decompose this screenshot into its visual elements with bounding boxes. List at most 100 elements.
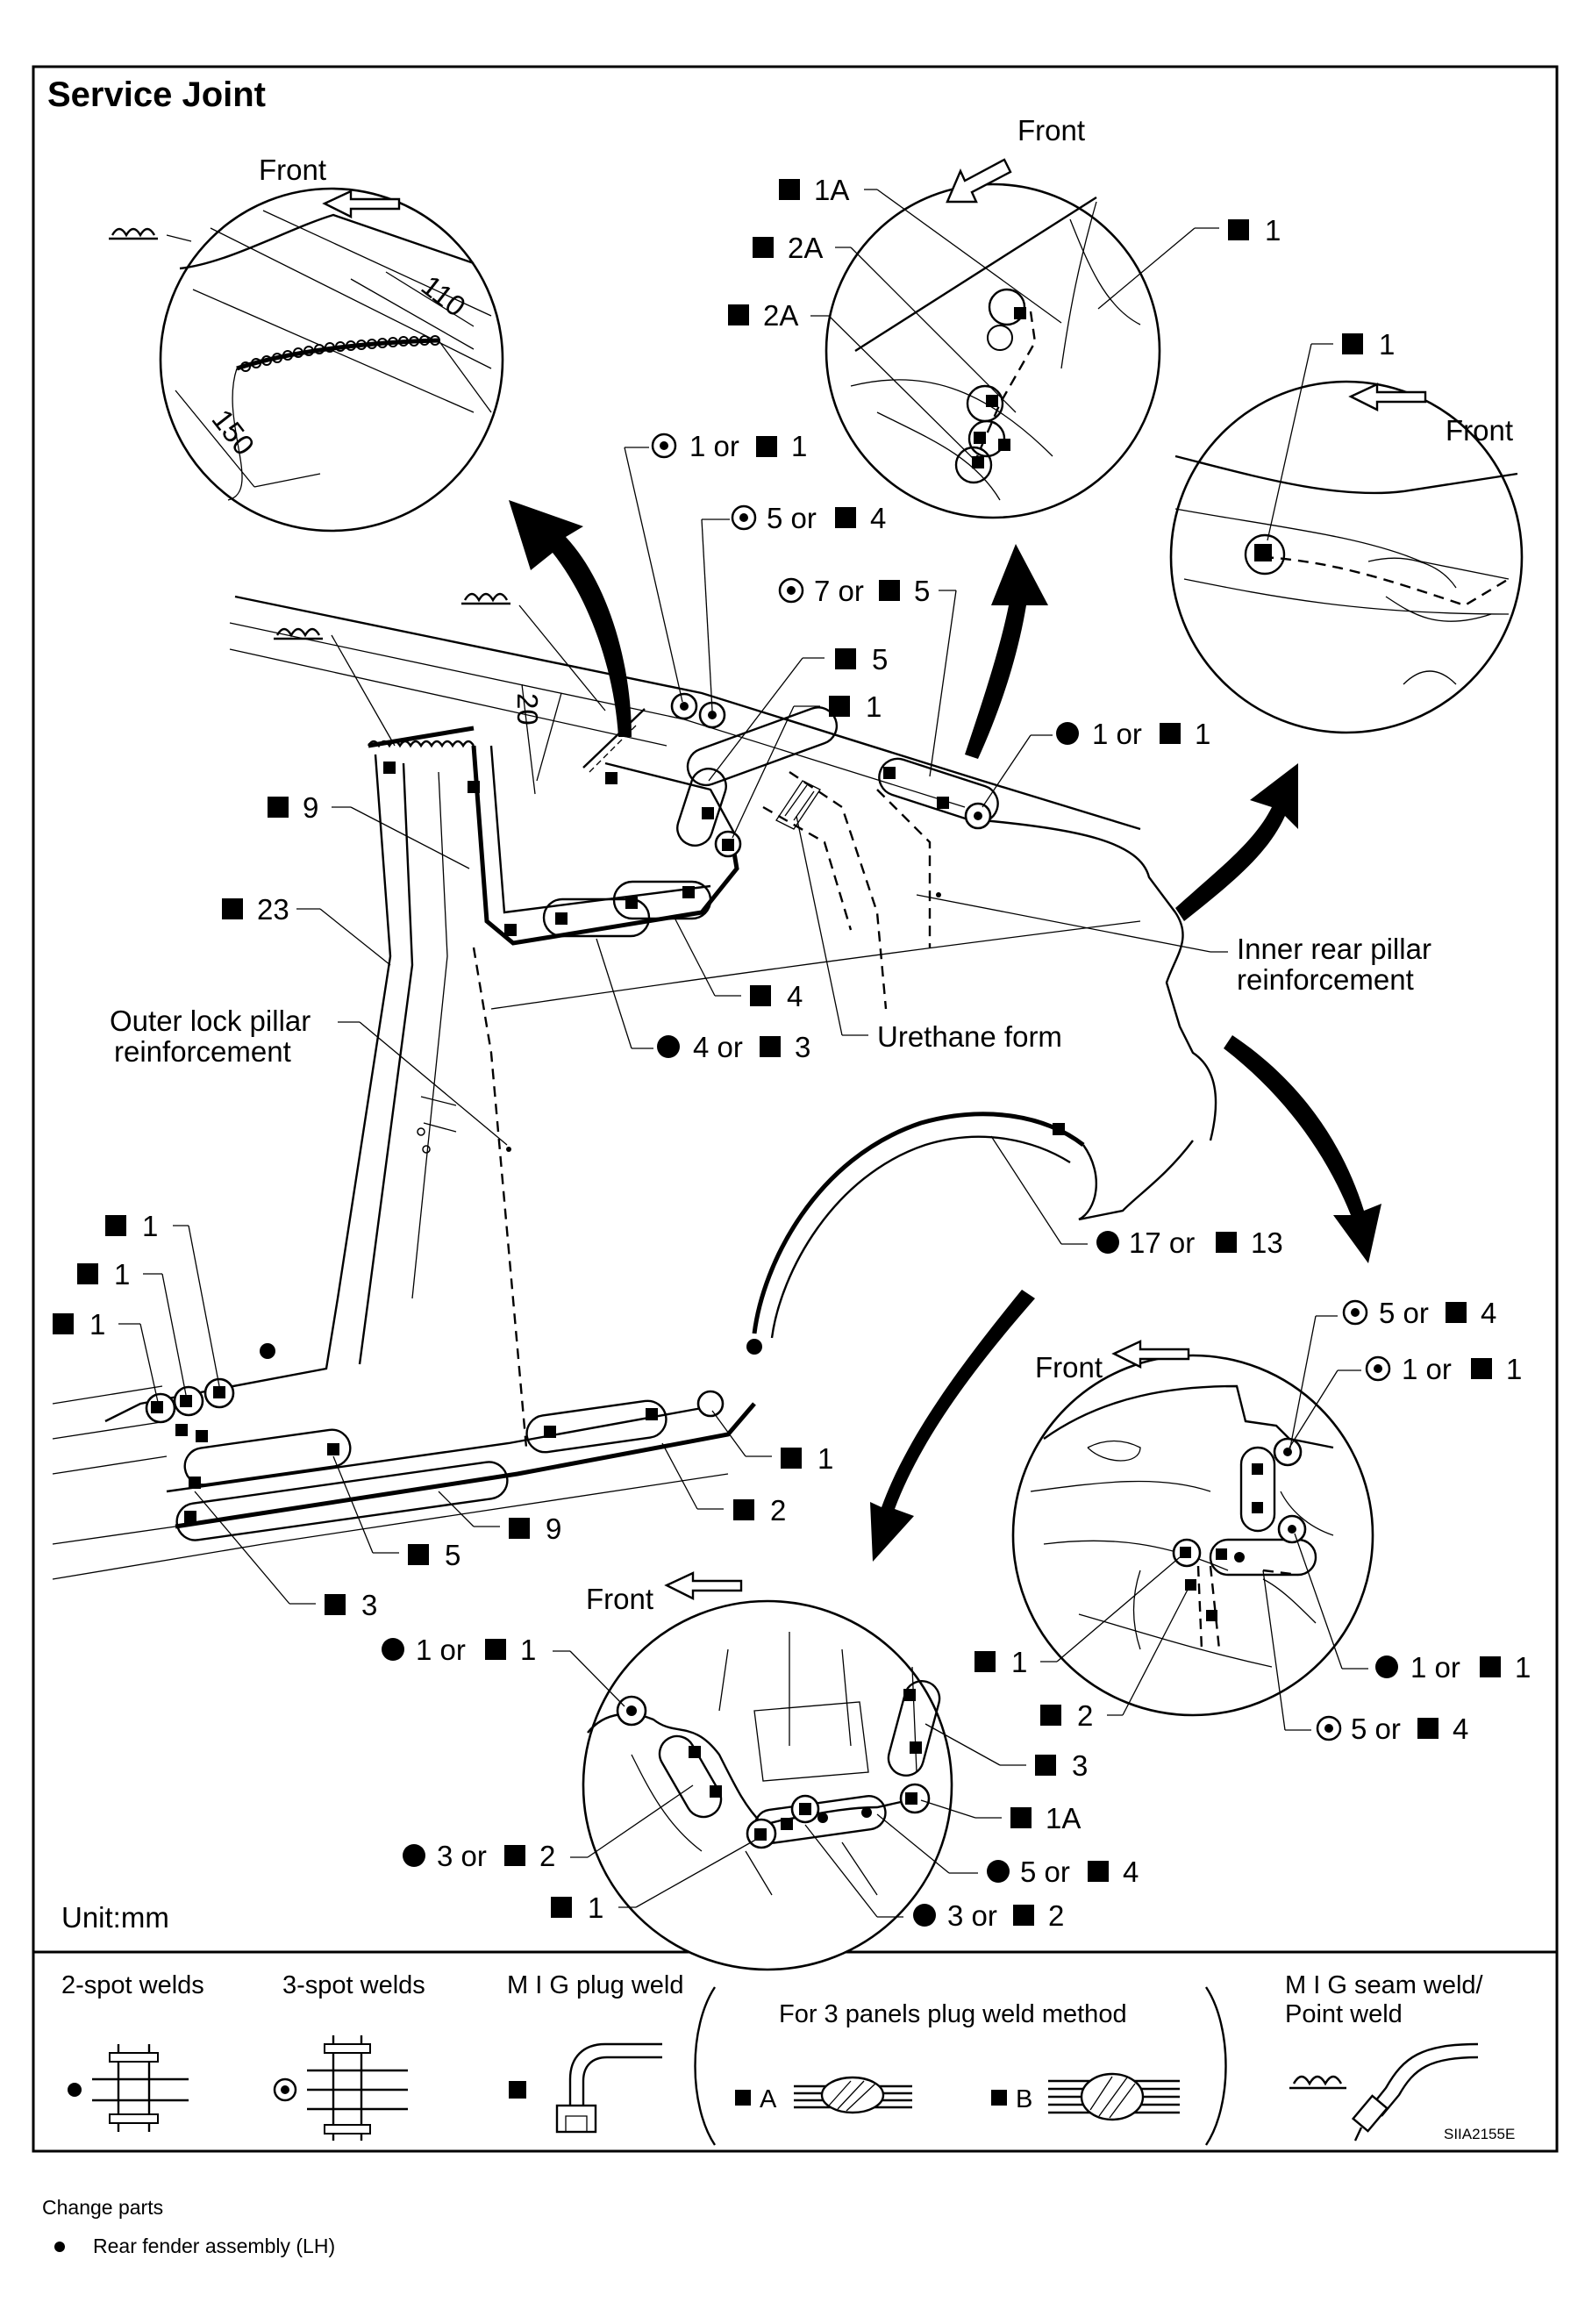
- svg-text:5 or: 5 or: [1351, 1713, 1401, 1745]
- svg-text:3 or: 3 or: [947, 1899, 997, 1932]
- svg-text:5: 5: [872, 643, 888, 676]
- svg-text:7 or: 7 or: [814, 575, 864, 607]
- change-parts-footer: Change parts Rear fender assembly (LH): [42, 2188, 335, 2265]
- svg-text:1: 1: [1265, 214, 1281, 247]
- svg-text:5: 5: [445, 1539, 460, 1571]
- callout-1or1-top: 1 or 1: [624, 430, 807, 703]
- callout-17or13: 17 or 13: [990, 1135, 1283, 1259]
- seam-weld-icon: [1289, 2075, 1346, 2090]
- callout-3-bottom: 3: [925, 1723, 1088, 1782]
- svg-text:4: 4: [870, 502, 886, 534]
- svg-text:13: 13: [1251, 1226, 1283, 1259]
- seam-weld-icon: [461, 592, 510, 605]
- callout-1or1-bottom: 1 or 1: [382, 1634, 625, 1707]
- dimension-20: 20: [511, 693, 544, 726]
- callout-2a-upper: 2A: [753, 232, 1017, 413]
- svg-text:3: 3: [1072, 1749, 1088, 1782]
- diagram-frame: [32, 65, 1559, 2153]
- svg-text:4: 4: [1453, 1713, 1468, 1745]
- svg-text:1 or: 1 or: [416, 1634, 466, 1666]
- label-urethane-form: Urethane form: [796, 815, 1062, 1053]
- front-arrow-icon: [664, 1571, 743, 1600]
- svg-text:2: 2: [1048, 1899, 1064, 1932]
- callout-5-sill: 5: [332, 1455, 460, 1571]
- three-spot-weld-icon: [307, 2035, 408, 2141]
- change-parts-item-label: Rear fender assembly (LH): [93, 2235, 336, 2257]
- detail-upper-pillar-welds: [825, 182, 1161, 519]
- svg-text:Urethane form: Urethane form: [877, 1020, 1062, 1053]
- svg-text:5: 5: [914, 575, 930, 607]
- svg-text:1: 1: [142, 1210, 158, 1242]
- callout-5or4-bottom: 5 or 4: [876, 1813, 1139, 1888]
- callout-1-left-b: 1: [77, 1258, 187, 1396]
- seam-weld-beads: [240, 335, 440, 372]
- callout-1-sill: 1: [711, 1410, 833, 1475]
- callout-3or2-bottom: 3 or 2: [403, 1784, 694, 1872]
- callout-3or2-bottom-b: 3 or 2: [804, 1824, 1064, 1932]
- legend-3-spot-label: 3-spot welds: [282, 1971, 425, 1999]
- seam-weld-icon: [274, 627, 323, 640]
- change-parts-item: Rear fender assembly (LH): [42, 2227, 335, 2265]
- callout-1a-bottom: 1A: [920, 1799, 1081, 1834]
- mig-seam-torch-icon: [1351, 2042, 1479, 2142]
- callout-1-top: 1: [1097, 214, 1281, 310]
- legend-mig-plug-label: M I G plug weld: [507, 1971, 683, 1999]
- svg-text:1 or: 1 or: [1410, 1651, 1460, 1684]
- svg-text:reinforcement: reinforcement: [1237, 963, 1414, 996]
- front-arrow-icon: [1111, 1340, 1190, 1369]
- diagram-title: Service Joint: [47, 75, 266, 114]
- callout-1-left-c: 1: [53, 1308, 159, 1403]
- bullet-icon: [54, 2241, 65, 2252]
- svg-text:1: 1: [1195, 718, 1210, 750]
- callout-23: 23: [222, 893, 391, 966]
- curved-arrow-icon: [1224, 1035, 1381, 1263]
- svg-text:1: 1: [89, 1308, 105, 1341]
- detail-rear-roof-weld: [1169, 380, 1524, 734]
- callout-1-mid: 1: [732, 690, 882, 839]
- svg-text:1: 1: [866, 690, 882, 723]
- callout-1-right: 1: [974, 1556, 1181, 1678]
- svg-text:5 or: 5 or: [1020, 1856, 1070, 1888]
- front-label-bottom: Front: [586, 1583, 653, 1615]
- svg-text:2A: 2A: [788, 232, 823, 264]
- svg-text:1A: 1A: [1046, 1802, 1081, 1834]
- legend-a-label: A: [760, 2085, 777, 2113]
- svg-text:4: 4: [787, 980, 803, 1012]
- legend-point-weld-label: Point weld: [1285, 2000, 1403, 2028]
- detail-seam-weld-dimensions: 110 150: [159, 187, 504, 533]
- figure-code: SIIA2155E: [1444, 2126, 1515, 2142]
- callout-2-right: 2: [1040, 1587, 1189, 1732]
- svg-text:1: 1: [114, 1258, 130, 1291]
- front-label-top-center: Front: [1017, 114, 1085, 147]
- legend-mig-seam-label: M I G seam weld/: [1285, 1971, 1484, 1999]
- plug-weld-b-icon: [1048, 2072, 1180, 2121]
- callout-1or1-mid: 1 or 1: [982, 718, 1210, 808]
- curved-arrow-icon: [509, 500, 632, 737]
- mig-plug-weld-icon: [555, 2042, 662, 2134]
- change-parts-heading: Change parts: [42, 2196, 164, 2219]
- callout-2-sill: 2: [661, 1442, 786, 1527]
- svg-text:2: 2: [1077, 1699, 1093, 1732]
- svg-text:9: 9: [546, 1512, 561, 1545]
- callout-5-mid: 5: [708, 643, 888, 782]
- seam-weld-icon: [109, 227, 158, 240]
- callout-1or1-right: 1 or 1: [1289, 1353, 1522, 1448]
- curved-arrow-icon: [1175, 763, 1298, 921]
- svg-text:2: 2: [770, 1494, 786, 1527]
- front-label-right: Front: [1446, 414, 1513, 447]
- svg-text:1: 1: [1515, 1651, 1531, 1684]
- svg-text:4: 4: [1123, 1856, 1139, 1888]
- callout-9-upper: 9: [268, 791, 470, 869]
- callout-5or4-right: 5 or 4: [1289, 1297, 1496, 1453]
- front-arrow-icon: [946, 158, 1012, 204]
- two-spot-weld-icon: [92, 2044, 189, 2132]
- svg-text:3 or: 3 or: [437, 1840, 487, 1872]
- callout-4: 4: [675, 919, 803, 1012]
- plug-weld-a-icon: [794, 2076, 912, 2114]
- svg-text:3: 3: [361, 1589, 377, 1621]
- front-label-lower-right: Front: [1035, 1351, 1103, 1384]
- callout-1a-top: 1A: [779, 174, 1062, 324]
- rear-fender-panel: [52, 595, 1217, 1580]
- callout-2a-lower: 2A: [728, 299, 981, 466]
